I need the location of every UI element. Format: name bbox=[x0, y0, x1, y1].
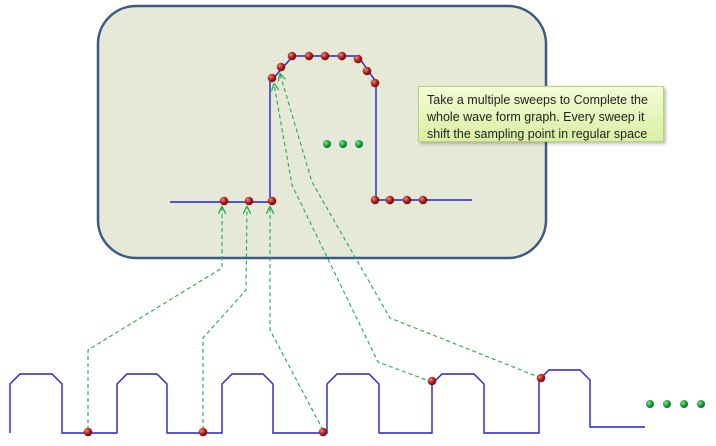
sampling-guide-lines bbox=[87, 74, 542, 431]
red-sphere-icon bbox=[219, 196, 229, 206]
guide-line bbox=[274, 84, 433, 383]
red-sphere-icon bbox=[287, 51, 297, 61]
ellipsis-dots-icon bbox=[323, 140, 363, 148]
guide-line bbox=[280, 74, 542, 379]
red-sphere-icon bbox=[362, 66, 372, 76]
red-sphere-icon bbox=[536, 373, 546, 383]
red-sphere-icon bbox=[370, 78, 380, 88]
red-sphere-icon bbox=[318, 427, 328, 437]
guide-line bbox=[270, 207, 324, 431]
red-sphere-icon bbox=[198, 427, 208, 437]
reconstructed-sample-points bbox=[219, 51, 428, 206]
periodic-input-signal bbox=[9, 369, 645, 434]
explanation-note: Take a multiple sweeps to Complete the w… bbox=[418, 86, 664, 142]
red-sphere-icon bbox=[402, 195, 412, 205]
red-sphere-icon bbox=[353, 54, 363, 64]
guide-line bbox=[202, 207, 247, 430]
red-sphere-icon bbox=[83, 427, 93, 437]
red-sphere-icon bbox=[267, 73, 277, 83]
red-sphere-icon bbox=[418, 195, 428, 205]
ellipsis-dots-icon bbox=[646, 400, 705, 408]
guide-line bbox=[87, 207, 222, 430]
input-sample-points bbox=[83, 373, 546, 437]
red-sphere-icon bbox=[267, 196, 277, 206]
red-sphere-icon bbox=[337, 51, 347, 61]
red-sphere-icon bbox=[427, 376, 437, 386]
red-sphere-icon bbox=[304, 51, 314, 61]
red-sphere-icon bbox=[370, 195, 380, 205]
red-sphere-icon bbox=[276, 62, 286, 72]
red-sphere-icon bbox=[385, 195, 395, 205]
note-text: Take a multiple sweeps to Complete the w… bbox=[427, 93, 648, 141]
red-sphere-icon bbox=[320, 51, 330, 61]
red-sphere-icon bbox=[244, 196, 254, 206]
